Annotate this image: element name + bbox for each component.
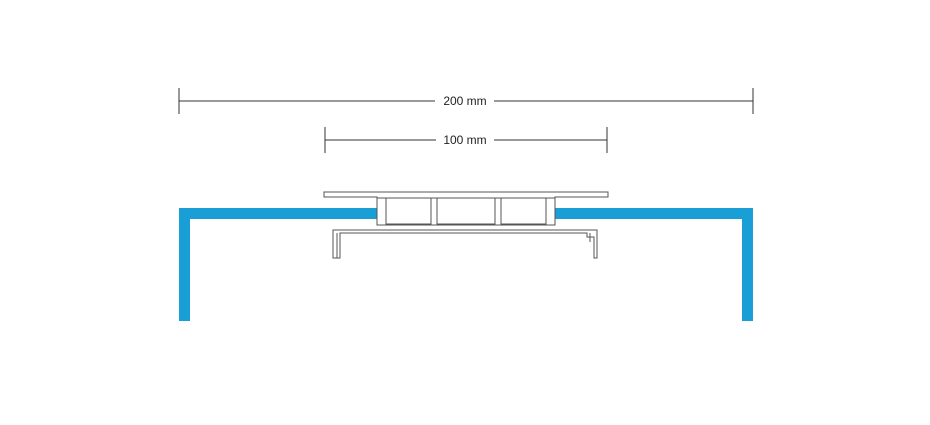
chamber-left	[385, 197, 432, 225]
inner-dimension-label: 100 mm	[443, 133, 486, 147]
chamber-right	[500, 197, 547, 225]
extrusion-profile	[323, 191, 609, 259]
outer-dimension-label: 200 mm	[443, 94, 486, 108]
profile-body	[376, 197, 556, 226]
right-structure-edge	[555, 208, 753, 321]
left-structure-edge	[179, 208, 377, 321]
bottom-flange	[332, 229, 598, 259]
inner-dimension: 100 mm	[324, 127, 608, 153]
outer-dimension: 200 mm	[178, 88, 754, 114]
top-flange	[323, 191, 609, 199]
chamber-center	[436, 197, 496, 225]
